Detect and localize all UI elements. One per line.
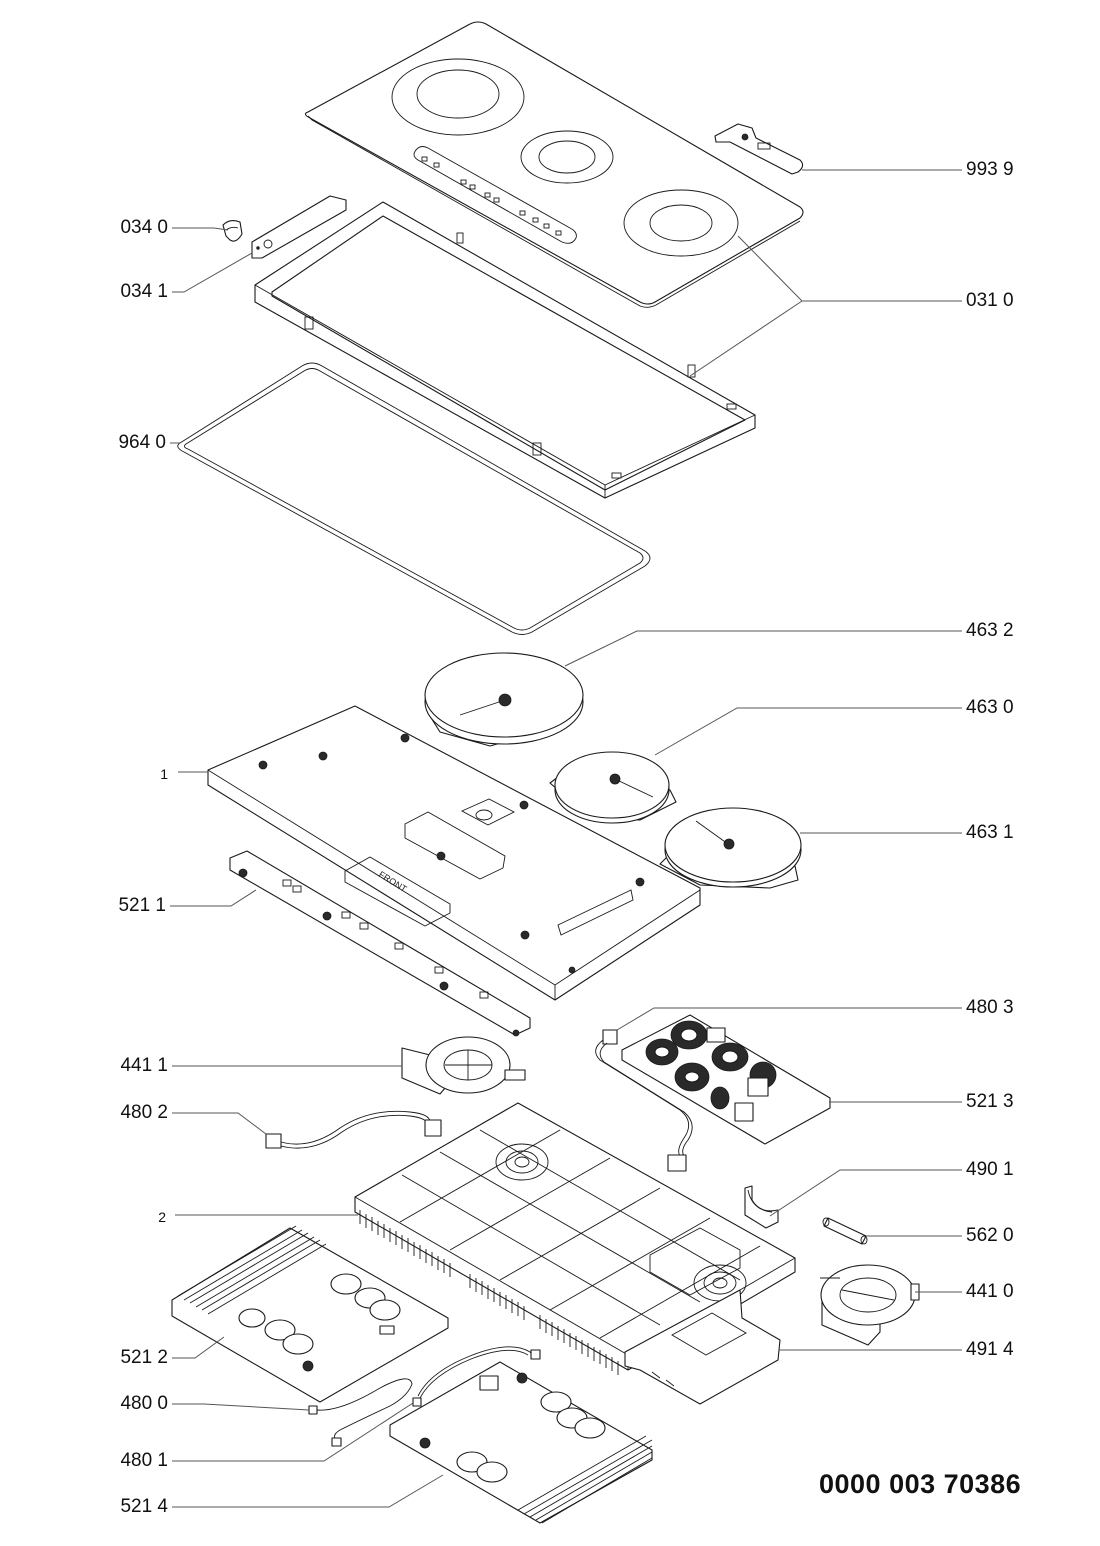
clip[interactable]	[222, 219, 243, 242]
callout-463-1: 463 1	[966, 822, 1014, 843]
housing-grid	[399, 1129, 761, 1339]
callout-480-3: 480 3	[966, 997, 1014, 1018]
filter-board[interactable]	[621, 1014, 831, 1145]
control-board[interactable]	[229, 850, 531, 1037]
callout-480-2: 480 2	[120, 1102, 168, 1123]
callout-034-1: 034 1	[120, 281, 168, 302]
callout-521-4: 521 4	[120, 1496, 168, 1517]
gasket[interactable]	[177, 362, 651, 635]
fuse[interactable]	[822, 1217, 868, 1245]
holder[interactable]	[744, 1185, 779, 1229]
touch-control-keys	[421, 156, 562, 236]
induction-coil-small[interactable]	[549, 751, 677, 824]
wire-harness-480-0[interactable]	[308, 1378, 413, 1447]
cover-plate[interactable]	[624, 1289, 781, 1405]
wire-harness-480-3[interactable]	[595, 1029, 693, 1172]
callout-480-0: 480 0	[120, 1393, 168, 1414]
wire-harness-480-2[interactable]	[265, 1110, 442, 1149]
callout-441-1: 441 1	[120, 1055, 168, 1076]
callout-463-0: 463 0	[966, 697, 1014, 718]
callout-964-0: 964 0	[118, 432, 166, 453]
callout-521-3: 521 3	[966, 1091, 1014, 1112]
leader-lines	[170, 169, 962, 1508]
power-board-left[interactable]	[171, 1225, 449, 1403]
bracket[interactable]	[251, 195, 347, 259]
callout-034-0: 034 0	[120, 217, 168, 238]
wire-harness-480-1[interactable]	[412, 1346, 541, 1407]
callout-1: 1	[160, 766, 168, 782]
callout-480-1: 480 1	[120, 1450, 168, 1471]
capacitors-left	[238, 1273, 401, 1372]
callout-521-1: 521 1	[118, 895, 166, 916]
fan-right[interactable]	[820, 1264, 920, 1346]
induction-coil-medium[interactable]	[659, 807, 802, 889]
drawing-number: 0000 003 70386	[819, 1469, 1022, 1499]
heatsink-right	[517, 1435, 653, 1524]
control-board-components	[238, 868, 520, 1037]
screw-bosses	[258, 733, 645, 974]
callout-490-1: 490 1	[966, 1159, 1014, 1180]
callout-521-2: 521 2	[120, 1347, 168, 1368]
callout-463-2: 463 2	[966, 620, 1014, 641]
callout-993-9: 993 9	[966, 159, 1014, 180]
induction-coil-large[interactable]	[424, 652, 584, 747]
callout-491-4: 491 4	[966, 1339, 1014, 1360]
callout-441-0: 441 0	[966, 1281, 1014, 1302]
toroid-chokes	[645, 1020, 777, 1110]
heatsink-left	[177, 1225, 327, 1315]
support-plate[interactable]: FRONT	[207, 705, 701, 1001]
capacitors-right	[419, 1372, 606, 1483]
glass-ceramic-top[interactable]	[304, 21, 804, 308]
scraper[interactable]	[714, 123, 804, 175]
fan-left[interactable]	[401, 1036, 526, 1095]
callout-562-0: 562 0	[966, 1225, 1014, 1246]
frame[interactable]	[254, 201, 756, 499]
power-board-right[interactable]	[389, 1361, 653, 1524]
callout-031-0: 031 0	[966, 290, 1014, 311]
heatsink-fins	[359, 1210, 619, 1375]
callout-2: 2	[158, 1209, 166, 1225]
